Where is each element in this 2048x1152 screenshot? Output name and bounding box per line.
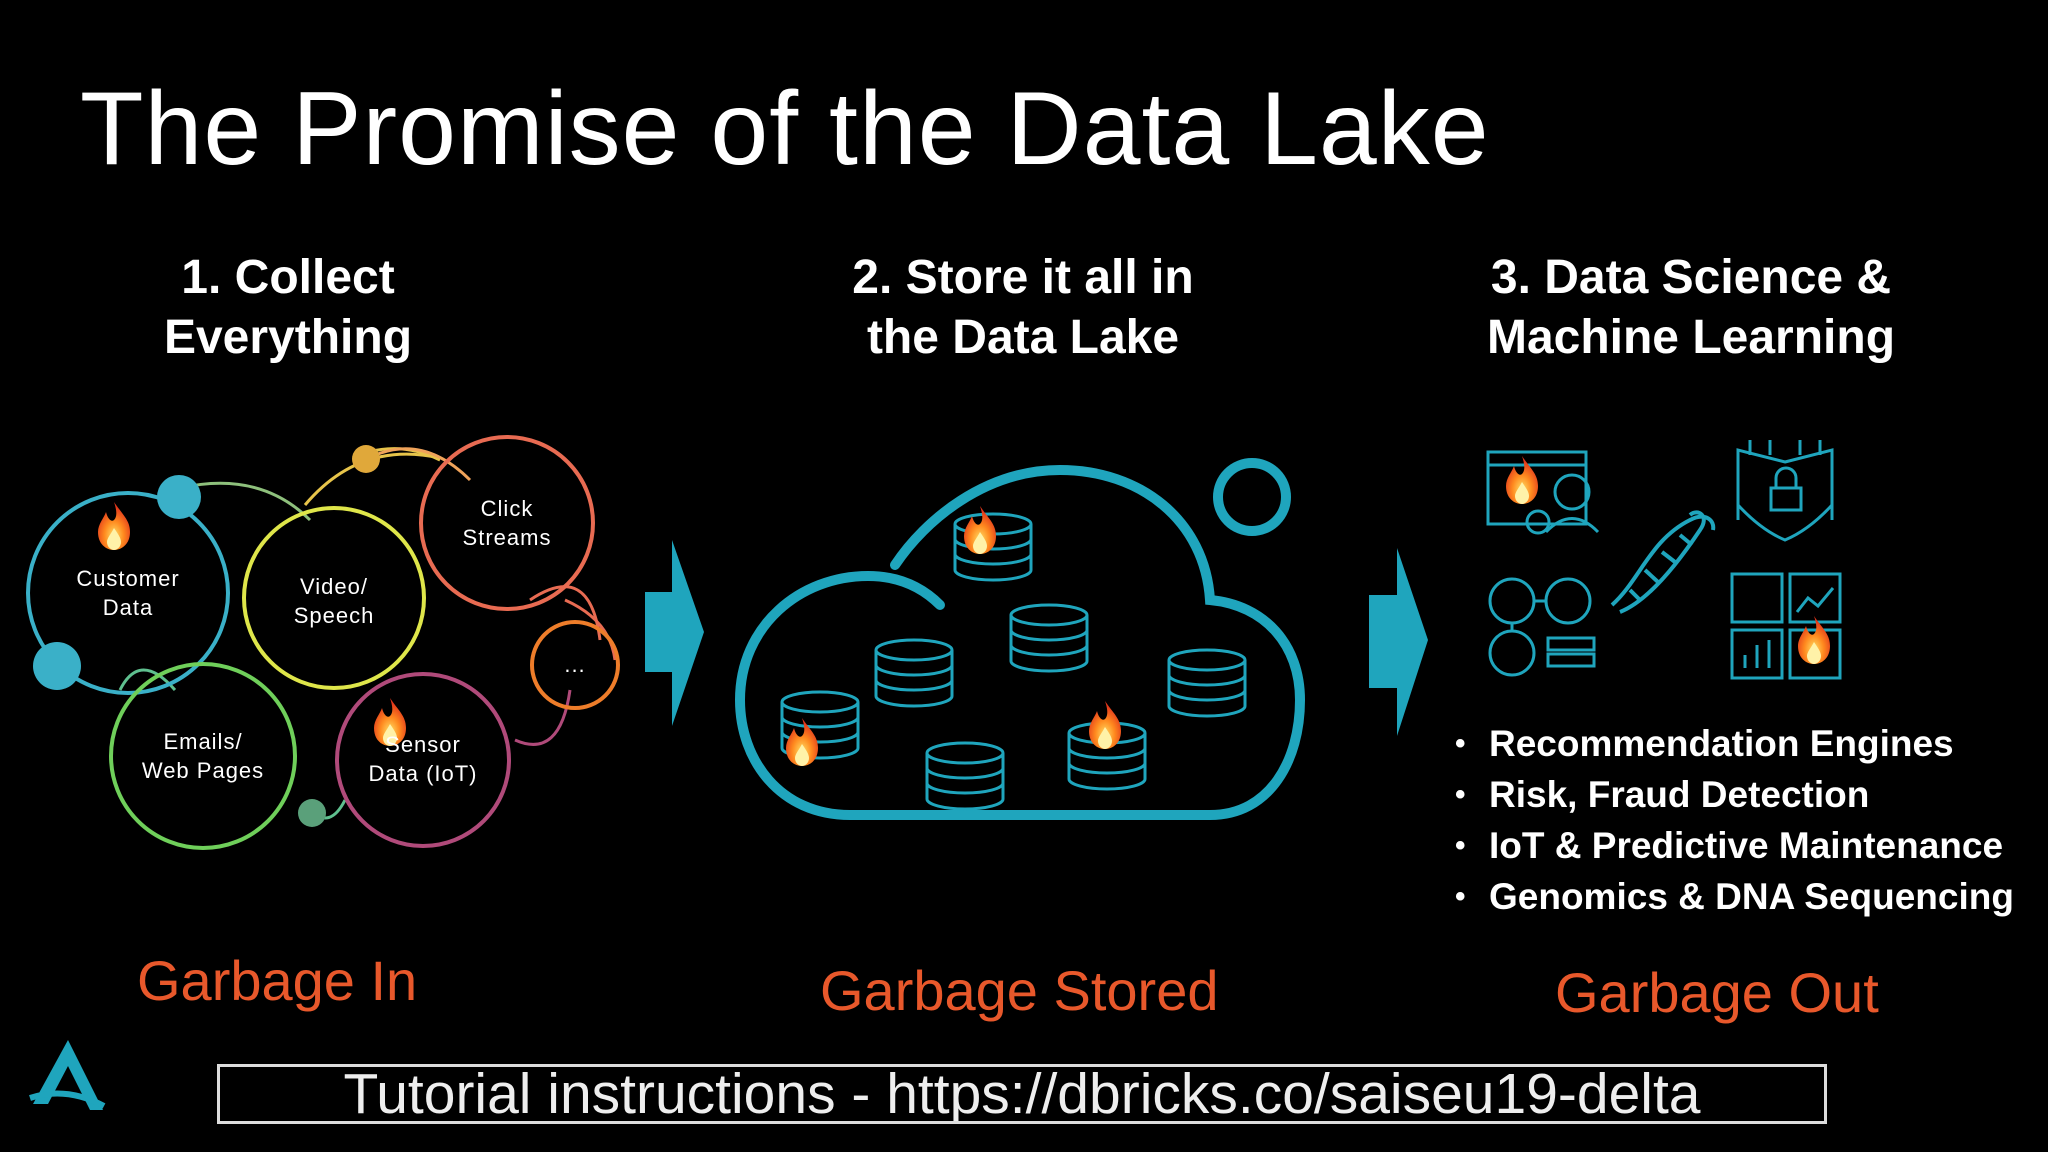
dna-icon [1610, 510, 1716, 614]
step-heading-line: Everything [163, 311, 413, 364]
source-label-line: Speech [293, 603, 375, 628]
list-item: Recommendation Engines [1455, 718, 2014, 769]
step-heading-line: 1. Collect [181, 251, 395, 304]
step-ml-heading: 3. Data Science & Machine Learning [1371, 248, 2011, 368]
connector-dot [298, 799, 326, 827]
outcome-garbage-out: Garbage Out [1555, 961, 1879, 1024]
dashboard-icon [1730, 572, 1842, 680]
source-label-line: Emails/ [163, 729, 243, 754]
monitor-user-icon [1486, 450, 1600, 535]
more-sources-bubble [530, 620, 620, 710]
list-item: IoT & Predictive Maintenance [1455, 820, 2014, 871]
database-icon [1009, 603, 1089, 673]
source-label-line: Data (IoT) [368, 761, 478, 786]
tutorial-link-box[interactable]: Tutorial instructions - https://dbricks.… [217, 1064, 1827, 1124]
step-heading-line: the Data Lake [866, 311, 1180, 364]
click-streams-bubble [419, 435, 595, 611]
source-customer-data: Customer Data [58, 564, 198, 622]
source-label-line: Customer [76, 566, 180, 591]
source-label-line: Web Pages [141, 758, 265, 783]
source-label-line: Video/ [300, 574, 368, 599]
step-store-heading: 2. Store it all in the Data Lake [703, 248, 1343, 368]
list-item: Genomics & DNA Sequencing [1455, 871, 2014, 922]
customer-data-bubble [26, 491, 230, 695]
step-heading-line: 3. Data Science & [1490, 251, 1892, 304]
step-collect-heading: 1. Collect Everything [0, 248, 608, 368]
source-label-line: Streams [462, 525, 552, 550]
source-emails-web-pages: Emails/ Web Pages [123, 727, 283, 785]
use-case-list: Recommendation Engines Risk, Fraud Detec… [1455, 718, 2014, 922]
ring-icon [1213, 458, 1291, 536]
logo-icon [29, 1040, 106, 1110]
arrow-right-icon [645, 540, 704, 726]
emails-bubble [109, 662, 297, 850]
step-heading-line: 2. Store it all in [852, 251, 1194, 304]
connector-dot [157, 475, 201, 519]
database-icon [925, 741, 1005, 811]
page-title: The Promise of the Data Lake [80, 71, 1490, 187]
fire-icon [1089, 701, 1121, 749]
cloud-icon [734, 464, 1306, 820]
source-label-line: Click [480, 496, 534, 521]
database-icon [874, 638, 954, 708]
user-network-icon [1488, 577, 1596, 677]
step-heading-line: Machine Learning [1486, 311, 1896, 364]
sensor-data-bubble [335, 672, 511, 848]
database-icon [1167, 648, 1247, 718]
connector-dot [352, 445, 380, 473]
video-speech-bubble [242, 506, 426, 690]
security-shield-icon [1736, 440, 1834, 542]
source-label-line: Sensor [385, 732, 461, 757]
outcome-garbage-stored: Garbage Stored [820, 959, 1219, 1022]
connector-dot [33, 642, 81, 690]
fire-icon [1506, 456, 1538, 504]
arrow-right-icon [1369, 548, 1428, 736]
outcome-garbage-in: Garbage In [137, 949, 418, 1012]
source-click-streams: Click Streams [437, 494, 577, 552]
source-label-line: Data [102, 595, 154, 620]
list-item: Risk, Fraud Detection [1455, 769, 2014, 820]
source-more: ... [564, 652, 586, 677]
source-sensor-data: Sensor Data (IoT) [353, 730, 493, 788]
fire-icon [98, 502, 130, 550]
source-video-speech: Video/ Speech [264, 572, 404, 630]
